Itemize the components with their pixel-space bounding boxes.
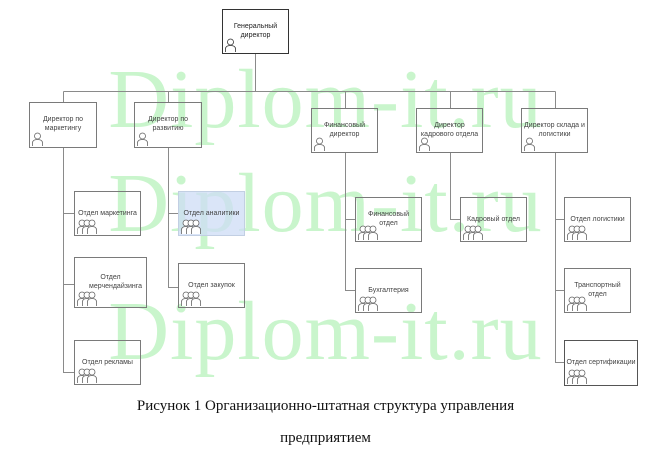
- node-director-hr[interactable]: Директор кадрового отдела: [416, 108, 483, 153]
- group-icon: [358, 296, 378, 311]
- node-director-finance[interactable]: Финансовый директор: [311, 108, 378, 153]
- node-label: Директор по маркетингу: [42, 116, 84, 133]
- figure-caption-line-1: Рисунок 1 Организационно-штатная структу…: [136, 398, 515, 414]
- group-icon: [77, 291, 97, 306]
- node-label: Директор кадрового отдела: [420, 121, 479, 138]
- node-label: Отдел сертификации: [566, 359, 636, 367]
- person-icon: [225, 38, 236, 52]
- node-dept-ads[interactable]: Отдел рекламы: [74, 340, 141, 385]
- node-dept-finance[interactable]: Финансовый отдел: [355, 197, 422, 242]
- node-dept-analytics[interactable]: Отдел аналитики: [178, 191, 245, 236]
- node-dept-merch[interactable]: Отдел мерчендайзинга: [74, 257, 147, 308]
- node-label: Финансовый отдел: [368, 210, 409, 227]
- node-label: Отдел маркетинга: [78, 209, 137, 217]
- node-dept-logistics[interactable]: Отдел логистики: [564, 197, 631, 242]
- person-icon: [524, 137, 535, 151]
- connector-hr-branch: [450, 152, 460, 220]
- group-icon: [77, 219, 97, 234]
- node-label: Директор по развитию: [147, 116, 189, 133]
- node-dept-accounting[interactable]: Бухгалтерия: [355, 268, 422, 313]
- node-label: Отдел рекламы: [82, 358, 133, 366]
- connector-finance-branch: [345, 152, 355, 291]
- node-dept-purchases[interactable]: Отдел закупок: [178, 263, 245, 308]
- node-label: Генеральный директор: [233, 22, 278, 39]
- group-icon: [77, 368, 97, 383]
- watermark-row-1: Diplom-it.ru: [108, 53, 543, 146]
- person-icon: [32, 132, 43, 146]
- figure-caption-line-2: предприятием: [280, 430, 371, 446]
- group-icon: [463, 225, 483, 240]
- node-label: Отдел закупок: [188, 281, 235, 289]
- node-director-marketing[interactable]: Директор по маркетингу: [29, 102, 97, 148]
- node-label: Отдел логистики: [570, 215, 625, 223]
- connector-development-branch: [168, 147, 178, 288]
- group-icon: [567, 369, 587, 384]
- node-label: Транспортный отдел: [574, 281, 621, 298]
- node-dept-certification[interactable]: Отдел сертификации: [564, 340, 638, 386]
- connector-marketing-branch: [63, 147, 74, 373]
- node-dept-hr[interactable]: Кадровый отдел: [460, 197, 527, 242]
- group-icon: [567, 225, 587, 240]
- node-general-director[interactable]: Генеральный директор: [222, 9, 289, 54]
- node-label: Бухгалтерия: [368, 286, 409, 294]
- group-icon: [358, 225, 378, 240]
- node-label: Директор склада и логистики: [524, 121, 585, 138]
- node-label: Кадровый отдел: [467, 215, 520, 223]
- node-dept-transport[interactable]: Транспортный отдел: [564, 268, 631, 313]
- person-icon: [137, 132, 148, 146]
- person-icon: [419, 137, 430, 151]
- group-icon: [181, 291, 201, 306]
- person-icon: [314, 137, 325, 151]
- node-director-logistics[interactable]: Директор склада и логистики: [521, 108, 588, 153]
- group-icon: [181, 219, 201, 234]
- node-label: Отдел мерчендайзинга: [89, 273, 143, 290]
- watermark-row-3: Diplom-it.ru: [108, 285, 543, 378]
- connector-logistics-branch: [555, 152, 564, 363]
- node-label: Отдел аналитики: [183, 209, 240, 217]
- node-director-development[interactable]: Директор по развитию: [134, 102, 202, 148]
- node-label: Финансовый директор: [324, 121, 365, 138]
- group-icon: [567, 296, 587, 311]
- node-dept-marketing[interactable]: Отдел маркетинга: [74, 191, 141, 236]
